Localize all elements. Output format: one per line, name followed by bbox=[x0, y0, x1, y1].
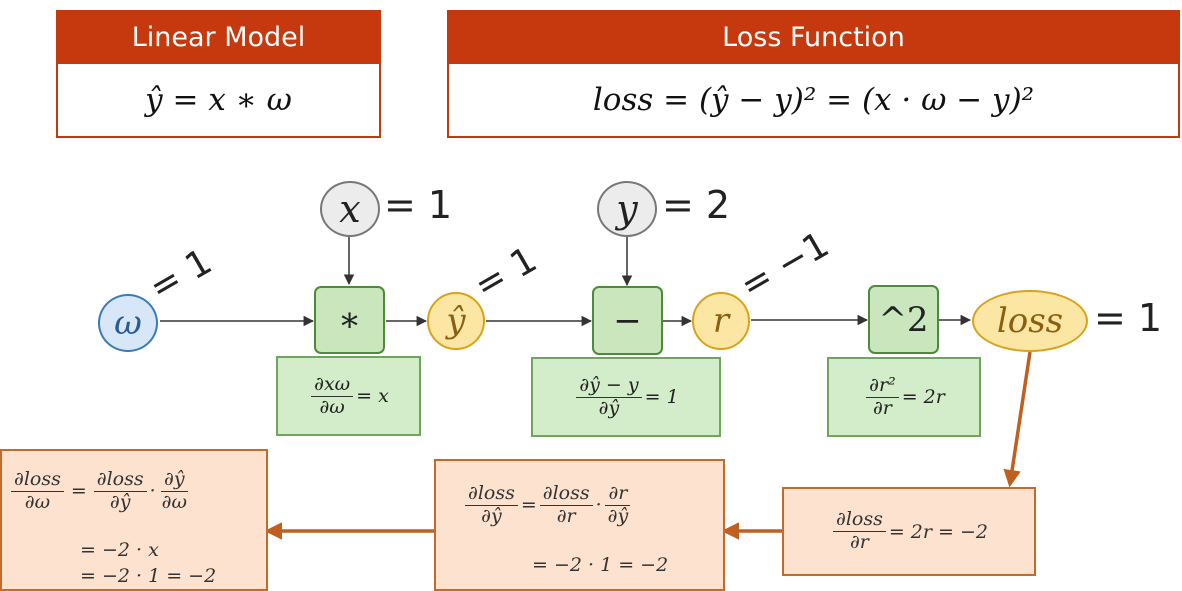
dloss-dr-rhs: = 2r = −2 bbox=[888, 520, 988, 543]
linear-model-box: Linear Model ŷ = x ∗ ω bbox=[56, 10, 381, 138]
back-arrow-loss bbox=[1003, 351, 1032, 488]
dloss-domega-b-num: ∂ŷ bbox=[161, 468, 188, 492]
local-grad-subtract-den: ∂ŷ bbox=[598, 396, 620, 419]
node-y: y bbox=[597, 181, 657, 237]
node-omega-symbol: ω bbox=[114, 303, 142, 343]
local-grad-multiply-rhs: = x bbox=[356, 385, 389, 407]
dloss-dyhat-a-num: ∂loss bbox=[539, 482, 593, 506]
loss-function-box: Loss Function loss = (ŷ − y)² = (x · ω −… bbox=[447, 10, 1180, 138]
op-multiply-symbol: ∗ bbox=[337, 300, 362, 340]
y-value-label: = 2 bbox=[662, 183, 731, 227]
loss-value-label: = 1 bbox=[1094, 296, 1163, 340]
dloss-domega-line3: = −2 · 1 = −2 bbox=[80, 565, 217, 587]
node-x: x bbox=[320, 181, 380, 237]
local-grad-square: ∂r² ∂r = 2r bbox=[827, 357, 981, 437]
node-loss: loss bbox=[972, 290, 1088, 352]
dloss-dyhat-b-den: ∂ŷ bbox=[607, 504, 629, 527]
dloss-domega-lhs-den: ∂ω bbox=[24, 490, 51, 513]
x-value-label: = 1 bbox=[384, 183, 453, 227]
dloss-dyhat-lhs-den: ∂ŷ bbox=[481, 504, 502, 527]
op-square-symbol: ^2 bbox=[878, 299, 929, 340]
dloss-domega-b-den: ∂ω bbox=[161, 490, 187, 513]
node-r: r bbox=[692, 292, 750, 350]
linear-model-formula: ŷ = x ∗ ω bbox=[145, 82, 292, 118]
backprop-dloss-dr: ∂loss ∂r = 2r = −2 bbox=[782, 487, 1036, 576]
local-grad-subtract-rhs: = 1 bbox=[644, 386, 679, 408]
op-subtract: − bbox=[592, 286, 663, 355]
local-grad-subtract-num: ∂ŷ − y bbox=[576, 374, 642, 398]
local-grad-square-den: ∂r bbox=[872, 396, 892, 419]
node-r-symbol: r bbox=[712, 301, 730, 341]
node-yhat: ŷ bbox=[427, 292, 485, 350]
dloss-domega-a-den: ∂ŷ bbox=[109, 490, 131, 513]
backprop-dloss-dyhat: ∂loss ∂ŷ = ∂loss ∂r · ∂r ∂ŷ = −2 · 1 = −… bbox=[434, 459, 725, 591]
node-yhat-symbol: ŷ bbox=[446, 301, 466, 341]
local-grad-square-num: ∂r² bbox=[866, 374, 899, 398]
node-loss-symbol: loss bbox=[996, 301, 1064, 341]
local-grad-multiply-den: ∂ω bbox=[319, 395, 345, 418]
node-x-symbol: x bbox=[339, 187, 361, 231]
linear-model-title: Linear Model bbox=[58, 12, 379, 64]
dloss-dyhat-a-den: ∂r bbox=[556, 504, 576, 527]
node-omega: ω bbox=[98, 294, 158, 352]
dloss-dyhat-lhs-num: ∂loss bbox=[465, 482, 518, 506]
op-subtract-symbol: − bbox=[613, 300, 642, 341]
loss-function-title: Loss Function bbox=[449, 12, 1178, 64]
dloss-domega-lhs-num: ∂loss bbox=[11, 468, 64, 492]
op-multiply: ∗ bbox=[314, 286, 385, 354]
local-grad-subtract: ∂ŷ − y ∂ŷ = 1 bbox=[531, 357, 721, 437]
local-grad-square-rhs: = 2r bbox=[901, 386, 945, 408]
dloss-domega-line2: = −2 · x bbox=[80, 539, 159, 561]
node-y-symbol: y bbox=[616, 187, 638, 231]
backprop-dloss-domega: ∂loss ∂ω = ∂loss ∂ŷ · ∂ŷ ∂ω = −2 · x = −… bbox=[0, 449, 268, 591]
loss-function-formula: loss = (ŷ − y)² = (x · ω − y)² bbox=[592, 82, 1035, 118]
local-grad-multiply: ∂xω ∂ω = x bbox=[276, 356, 421, 436]
dloss-domega-a-num: ∂loss bbox=[93, 468, 147, 492]
dloss-dr-den: ∂r bbox=[849, 531, 869, 553]
dloss-dyhat-b-num: ∂r bbox=[605, 482, 631, 506]
dloss-dyhat-line2: = −2 · 1 = −2 bbox=[532, 554, 669, 576]
op-square: ^2 bbox=[868, 285, 939, 354]
dloss-dr-num: ∂loss bbox=[833, 508, 886, 532]
local-grad-multiply-num: ∂xω bbox=[311, 373, 354, 397]
